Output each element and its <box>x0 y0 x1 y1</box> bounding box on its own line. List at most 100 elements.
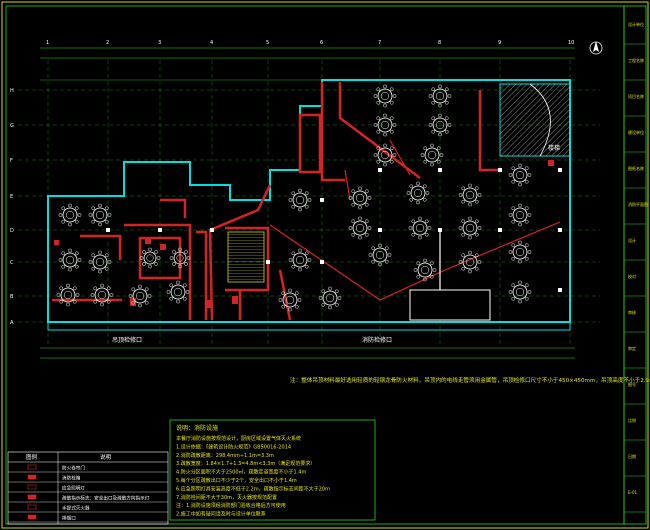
round-table <box>88 250 112 274</box>
column <box>210 228 214 232</box>
axis-col-label: 9 <box>498 40 501 46</box>
svg-text:吊顶检修口: 吊顶检修口 <box>112 336 142 344</box>
round-table <box>368 243 392 267</box>
column <box>320 260 324 264</box>
notes-line: 2.施工中如有疑问请及时与设计单位联系 <box>176 511 266 518</box>
round-table <box>348 216 372 240</box>
round-table <box>58 248 82 272</box>
round-table <box>458 250 482 274</box>
notes-line: 6.应急照明灯具安装高度不低于2.2m，疏散指示标志间距不大于20m <box>176 485 330 492</box>
title-block-cell: E-01 <box>628 490 638 495</box>
axis-col-label: 1 <box>46 40 49 46</box>
axis-row-label: G <box>10 123 14 129</box>
round-table <box>508 163 532 187</box>
round-table <box>373 84 397 108</box>
axis-row-label: B <box>10 294 14 300</box>
svg-text:图例: 图例 <box>26 453 38 461</box>
column <box>438 168 442 172</box>
title-block-cell: 校对 <box>628 273 636 279</box>
round-table <box>288 248 312 272</box>
title-block-cell: 审核 <box>628 309 636 315</box>
title-block-cell: 建设单位 <box>628 129 644 135</box>
round-table <box>56 283 80 307</box>
round-table <box>139 247 161 269</box>
structural-columns <box>106 168 562 292</box>
notes-line: 7.消防栓间距不大于30m，灭火器按规范配置 <box>176 494 277 501</box>
bar-counter <box>409 289 491 321</box>
axis-col-label: 6 <box>320 40 323 46</box>
title-block-cell: 工程名称 <box>628 57 644 63</box>
round-table <box>508 203 532 227</box>
axis-col-label: 7 <box>378 40 381 46</box>
round-table <box>406 181 430 205</box>
kitchen-shaft <box>227 231 265 283</box>
column <box>558 288 562 292</box>
exterior-walls <box>47 79 571 331</box>
bottom-labels: 吊顶检修口 消防检修口 <box>112 336 392 344</box>
column <box>378 228 382 232</box>
round-table <box>428 84 452 108</box>
fire-hose-cabinets <box>54 160 554 308</box>
round-table <box>88 203 112 227</box>
axis-col-label: 2 <box>106 40 109 46</box>
axis-col-label: 5 <box>266 40 269 46</box>
svg-text:说明: 说明 <box>100 453 112 461</box>
round-table <box>278 288 302 312</box>
stairs: 楼梯 <box>499 83 571 157</box>
axis-col-label: 8 <box>438 40 441 46</box>
axis-row-label: E <box>10 194 13 200</box>
round-table <box>458 216 482 240</box>
round-table <box>508 280 532 304</box>
notes-line: 3.疏散宽度：1.84×1.7+1.3=4.8m<3.3m（满足规范要求） <box>176 460 315 467</box>
axis-col-label: 4 <box>210 40 213 46</box>
legend-label: 排烟口 <box>62 515 76 522</box>
column <box>498 228 502 232</box>
title-block-cell: 项目名称 <box>628 93 644 99</box>
column <box>558 228 562 232</box>
dining-tables <box>56 84 532 312</box>
round-table <box>508 240 532 264</box>
column <box>378 168 382 172</box>
svg-text:楼梯: 楼梯 <box>548 144 560 152</box>
title-block: 设计单位工程名称项目名称建设单位图纸名称消防平面图设计校对审核审定图号比例日期E… <box>623 5 648 525</box>
legend-swatch <box>27 514 37 520</box>
axis-row-label: A <box>10 320 14 326</box>
svg-text:消防检修口: 消防检修口 <box>362 336 392 344</box>
round-table <box>58 203 82 227</box>
legend-label: 应急照明灯 <box>62 485 85 492</box>
north-arrow-icon <box>589 41 603 55</box>
round-table <box>373 113 397 137</box>
title-block-cell: 日期 <box>628 453 636 459</box>
notes-line: 本餐厅消防设施按规范设计，厨房区域设置气体灭火系统 <box>176 435 301 442</box>
notes-lines: 本餐厅消防设施按规范设计，厨房区域设置气体灭火系统1.设计依据：《建筑设计防火规… <box>176 435 330 518</box>
axis-row-label: D <box>10 228 14 234</box>
round-table <box>348 186 372 210</box>
column <box>266 260 270 264</box>
title-block-cell: 图号 <box>628 381 636 387</box>
notes-line: 4.防火分区面积不大于2500㎡，疏散走道宽度不小于1.4m <box>176 469 306 476</box>
legend-table: 图例 说明 防火卷帘门消防栓箱应急照明灯疏散指示标志：安全出口及疏散方向指示灯手… <box>7 451 169 525</box>
legend-swatch <box>27 494 37 500</box>
title-block-cell: 审定 <box>628 345 636 351</box>
legend-swatch <box>27 464 37 470</box>
round-table <box>373 143 397 167</box>
round-table <box>288 188 312 212</box>
round-table <box>169 247 191 269</box>
legend-label: 消防栓箱 <box>62 475 81 482</box>
round-table <box>166 280 190 304</box>
notes-line: 1.设计依据：《建筑设计防火规范》GB50016-2014 <box>176 443 291 450</box>
axis-col-label: 3 <box>158 40 161 46</box>
title-block-cell: 图纸名称 <box>628 165 644 171</box>
notes-line: 注：1.消防设施须经消防部门验收合格后方可使用 <box>176 502 286 509</box>
round-table <box>413 258 437 282</box>
notes-title: 说明：消防设施 <box>176 424 218 432</box>
legend-label: 疏散指示标志：安全出口及疏散方向指示灯 <box>62 495 150 502</box>
legend-swatch <box>27 484 37 490</box>
legend-swatch <box>27 474 37 480</box>
ceiling-note: 注：整体吊顶材料最好选用轻质的轻钢龙骨防火材料，吊顶内的电线走管须用金属管，吊顶… <box>290 376 650 384</box>
top-dimension-line <box>40 47 575 81</box>
notes-line: 2.消防疏散距离：298.4mm÷1.1m=3.3m <box>176 452 274 459</box>
round-table <box>428 113 452 137</box>
bottom-dimension-line <box>40 347 575 359</box>
